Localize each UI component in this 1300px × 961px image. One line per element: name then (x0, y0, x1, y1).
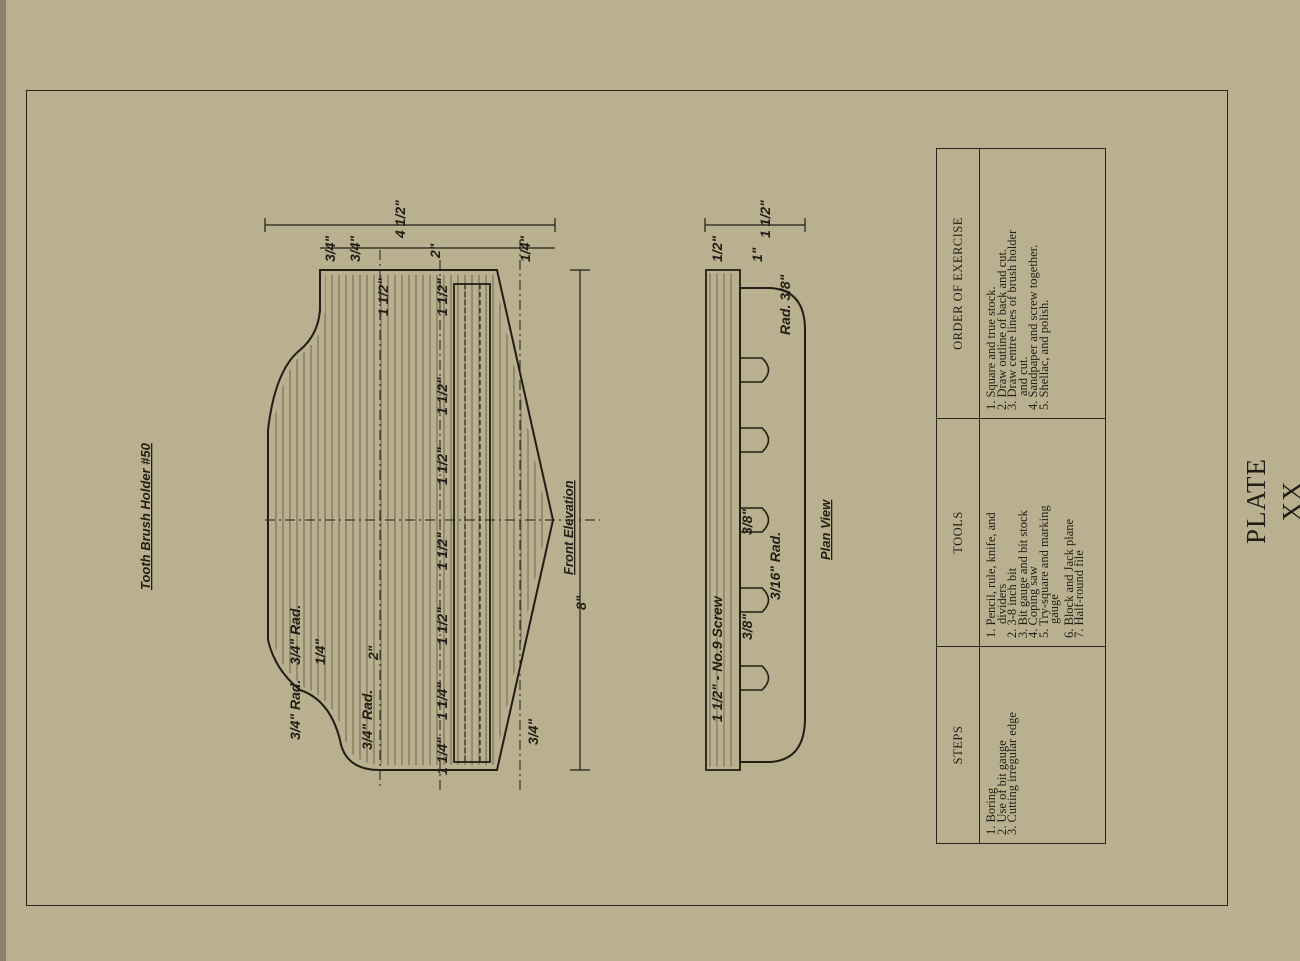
plan-view: 1 1/2" 1/2" 1" 3/8" 3/8" 3/16" Rad. Rad.… (704, 200, 833, 771)
dim-overall-height: 4 1/2" (392, 200, 408, 239)
dim-plan-t1: 1/2" (709, 236, 725, 262)
back-board-outline (267, 269, 555, 771)
plan-holder-strip (739, 287, 806, 763)
tools-header: TOOLS (937, 419, 980, 646)
steps-list: 1. Boring 2. Use of bit gauge 3. Cutting… (980, 647, 1019, 843)
dim-edge-seg-2: 1 1/4" (434, 737, 450, 775)
dim-seg-a: 3/4" (322, 236, 338, 262)
dim-spacing-3: 1 1/2" (434, 377, 450, 415)
order-column: ORDER OF EXERCISE 1. Square and true sto… (937, 149, 1105, 419)
order-item: 5. Shellac, and polish. (1036, 299, 1051, 410)
exercise-table: STEPS 1. Boring 2. Use of bit gauge 3. C… (936, 148, 1106, 844)
dim-small-rad: 1/4" (312, 639, 328, 665)
drawing-title: Tooth Brush Holder #50 (138, 442, 153, 590)
tools-column: TOOLS 1. Pencil, rule, knife, and divide… (937, 419, 1105, 647)
dim-seg-c: 1/4" (517, 236, 533, 262)
order-header: ORDER OF EXERCISE (937, 149, 980, 418)
dim-left-arc-rad-2: 3/4" Rad. (359, 690, 375, 750)
tools-item: 7. Half-round file (1072, 550, 1086, 638)
dim-end-rad: Rad. 3/8" (777, 274, 793, 335)
brush-holes (740, 357, 770, 691)
dim-top-rad: 3/4" Rad. (287, 605, 303, 665)
dim-spacing-2: 1 1/2" (434, 278, 450, 316)
dim-spacing-6: 1 1/2" (434, 607, 450, 645)
dim-left-arc-rad: 3/4" Rad. (287, 680, 303, 740)
tools-item: gauge (1047, 594, 1061, 624)
front-elevation: 8" 4 1/2" 2" 3/4" 3/4" 1/4" 1 1/2" 1 1/2… (264, 200, 600, 790)
dim-screw-note: 1 1/2" - No.9 Screw (709, 595, 725, 722)
dim-width-top: 2" (427, 243, 443, 259)
front-elevation-label: Front Elevation (561, 480, 576, 575)
plate-label: PLATE XX (1241, 458, 1300, 544)
dim-hole-rad: 3/16" Rad. (767, 532, 783, 600)
dim-hole-dia: 3/8" (739, 509, 755, 535)
steps-item: 3. Cutting irregular edge (1005, 712, 1019, 835)
dim-edge-seg: 1 1/4" (434, 682, 450, 720)
dim-bottom-seg: 3/4" (525, 719, 541, 745)
dim-spacing-5: 1 1/2" (434, 532, 450, 570)
page-spine-shadow (0, 0, 6, 961)
dim-spacing-4: 1 1/2" (434, 447, 450, 485)
order-list: 1. Square and true stock. 2. Draw outlin… (980, 149, 1051, 418)
holder-strip (453, 283, 491, 763)
dim-hole-dia-2: 3/8" (739, 614, 755, 640)
steps-header: STEPS (937, 647, 980, 843)
dim-seg-b: 3/4" (347, 236, 363, 262)
plate-border (26, 90, 1228, 906)
dim-overall-length: 8" (573, 595, 589, 610)
plan-view-label: Plan View (818, 499, 833, 560)
dim-plan-t2: 1" (749, 247, 765, 262)
tools-list: 1. Pencil, rule, knife, and dividers 2. … (980, 419, 1086, 646)
dim-plan-depth: 1 1/2" (757, 200, 773, 238)
steps-column: STEPS 1. Boring 2. Use of bit gauge 3. C… (937, 647, 1105, 843)
dim-spacing-1: 1 1/2" (375, 278, 391, 316)
dim-height-sub: 2" (365, 645, 381, 661)
